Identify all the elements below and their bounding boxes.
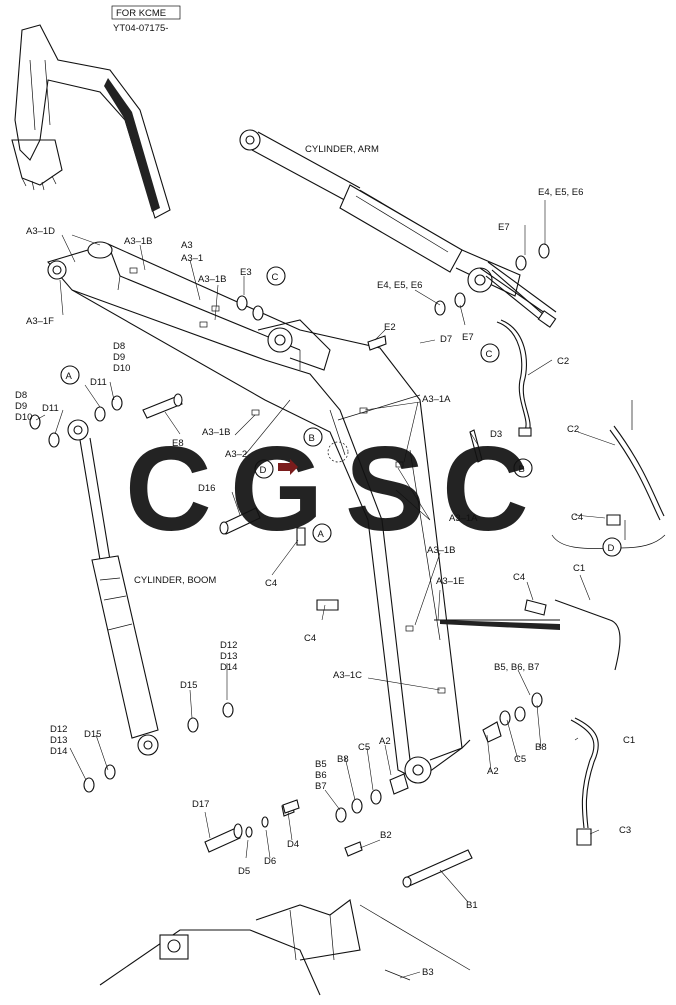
callout-e4-e5-e6-mid: E4, E5, E6: [377, 280, 422, 291]
callout-d10-a: D10: [113, 363, 130, 374]
callout-e3: E3: [240, 267, 252, 278]
callout-a3: A3: [181, 240, 193, 251]
callout-e7-top: E7: [498, 222, 510, 233]
callout-d6: D6: [264, 856, 276, 867]
callout-b5-b6-b7-right: B5, B6, B7: [494, 662, 539, 673]
marker-b-right: B: [519, 464, 525, 475]
callout-b5: B5: [315, 759, 327, 770]
boom-structure: [47, 241, 471, 784]
kcme-label: FOR KCME: [116, 8, 166, 19]
boom-cylinder-title: CYLINDER, BOOM: [134, 575, 216, 586]
callout-e2: E2: [384, 322, 396, 333]
callout-d16: D16: [198, 483, 215, 494]
callout-c4-c: C4: [513, 572, 525, 583]
callout-c2-top: C2: [557, 356, 569, 367]
callout-d7: D7: [440, 334, 452, 345]
callout-b8-left: B8: [337, 754, 349, 765]
callout-d15-b: D15: [84, 729, 101, 740]
callout-a3-1f: A3–1F: [26, 316, 54, 327]
callout-e8: E8: [172, 438, 184, 449]
callout-c3: C3: [619, 825, 631, 836]
marker-d-mid: D: [260, 465, 267, 476]
callout-c4-detail: C4: [571, 512, 583, 523]
marker-b-mid: B: [309, 433, 315, 444]
callout-d9-a: D9: [113, 352, 125, 363]
detail-markers: A A B B C C D D: [60, 266, 622, 557]
callout-d8-b: D8: [15, 390, 27, 401]
callout-d10-b: D10: [15, 412, 32, 423]
callout-a3-1b-mid: A3–1B: [198, 274, 227, 285]
callout-a3-1a-mid: A3–1A: [449, 513, 478, 524]
callout-d14-b: D14: [50, 746, 67, 757]
watermark-letter-c1: C: [125, 422, 212, 556]
callout-c5-right: C5: [514, 754, 526, 765]
callout-d4: D4: [287, 839, 299, 850]
marker-d-detail: D: [608, 543, 615, 554]
callout-d12-b: D12: [50, 724, 67, 735]
callout-a3-1b-low: A3–1B: [427, 545, 456, 556]
arm-cylinder: [239, 129, 557, 328]
callout-c1-low: C1: [623, 735, 635, 746]
excavator-thumbnail: [11, 24, 171, 219]
callout-e4-e5-e6-top: E4, E5, E6: [538, 187, 583, 198]
callout-d9-b: D9: [15, 401, 27, 412]
hydraulic-hoses: [434, 319, 666, 829]
callout-d8-a: D8: [113, 341, 125, 352]
watermark-letter-c2: C: [442, 422, 529, 556]
callout-c1-top: C1: [573, 563, 585, 574]
callout-d13-a: D13: [220, 651, 237, 662]
callout-b2: B2: [380, 830, 392, 841]
boom-cylinder: [67, 419, 159, 756]
callout-c4-a: C4: [265, 578, 277, 589]
callout-a2-right: A2: [487, 766, 499, 777]
marker-c-top: C: [272, 272, 279, 283]
callout-d13-b: D13: [50, 735, 67, 746]
callout-a3-1a-top: A3–1A: [422, 394, 451, 405]
callout-a3-1c: A3–1C: [333, 670, 362, 681]
callout-d11-b: D11: [42, 403, 59, 414]
callout-a3-1b-top: A3–1B: [124, 236, 153, 247]
watermark-letter-s: S: [345, 422, 425, 556]
callout-d15-a: D15: [180, 680, 197, 691]
callout-d14-a: D14: [220, 662, 237, 673]
hardware-parts: [29, 243, 621, 888]
callout-b7: B7: [315, 781, 327, 792]
callout-a3-1d: A3–1D: [26, 226, 55, 237]
leader-lines: [35, 200, 616, 979]
callout-a3-2: A3–2: [225, 449, 247, 460]
marker-a-mid: A: [318, 529, 325, 540]
callout-a2-left: A2: [379, 736, 391, 747]
callout-a3-1e: A3–1E: [436, 576, 465, 587]
marker-c-right: C: [486, 349, 493, 360]
callout-d3: D3: [490, 429, 502, 440]
kcme-box-frame: [111, 5, 181, 20]
callout-d11-a: D11: [90, 377, 107, 388]
callout-d17: D17: [192, 799, 209, 810]
callout-a3-1: A3–1: [181, 253, 203, 264]
callout-c4-b: C4: [304, 633, 316, 644]
callout-b6: B6: [315, 770, 327, 781]
callout-e7-mid: E7: [462, 332, 474, 343]
base-structure: [99, 899, 471, 996]
callout-labels: A3–1D A3–1B A3 A3–1 A3–1B E3 A3–1F E4, E…: [15, 187, 635, 978]
arm-cylinder-title: CYLINDER, ARM: [305, 144, 379, 155]
callout-b8-right: B8: [535, 742, 547, 753]
marker-a-top: A: [66, 371, 73, 382]
callout-c5-left: C5: [358, 742, 370, 753]
callout-b1: B1: [466, 900, 478, 911]
callout-b3: B3: [422, 967, 434, 978]
callout-d5: D5: [238, 866, 250, 877]
part-number: YT04-07175-: [113, 23, 168, 34]
callout-d12-a: D12: [220, 640, 237, 651]
callout-c2-detail: C2: [567, 424, 579, 435]
callout-a3-1b-left: A3–1B: [202, 427, 231, 438]
